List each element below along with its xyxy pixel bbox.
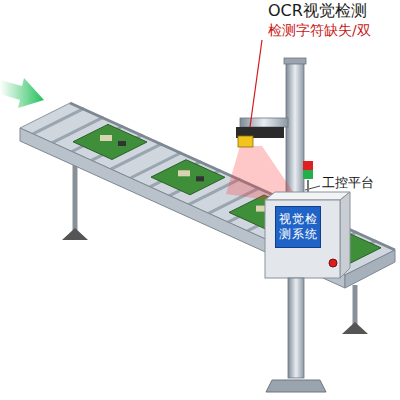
pcb-body: [73, 124, 147, 159]
pcb-chip: [118, 141, 126, 146]
cabinet-front: [265, 200, 340, 278]
screen-panel: 视觉检测系统: [275, 206, 321, 248]
column-base: [266, 380, 326, 392]
leg-foot: [342, 322, 368, 334]
stack-light-red: [303, 161, 313, 170]
pcb-chip: [196, 176, 204, 181]
flow-arrow: [0, 78, 44, 108]
stop-button: [329, 259, 337, 267]
stack-light-green: [303, 170, 313, 179]
screen-text: 视觉检测系统: [278, 212, 318, 242]
gantry-column: [288, 278, 304, 378]
pcb-board: [73, 124, 147, 159]
front-rail: [20, 128, 345, 288]
leg-foot: [62, 228, 88, 240]
gantry-arm: [240, 118, 288, 127]
pcb-chip: [100, 135, 112, 141]
pcb-chip: [178, 170, 190, 176]
leader-line: [250, 40, 262, 127]
cabinet-side: [340, 192, 350, 278]
pcb-board: [151, 160, 225, 195]
callout-text: 检测字符缺失/双: [268, 22, 371, 38]
leg: [353, 285, 358, 325]
pcb-body: [151, 160, 225, 195]
cabinet-top: [265, 192, 350, 200]
callout-text: OCR视觉检测: [268, 2, 367, 20]
camera-lens: [238, 136, 253, 147]
column-cap: [284, 58, 306, 64]
part-label: 工控平台: [322, 176, 374, 191]
